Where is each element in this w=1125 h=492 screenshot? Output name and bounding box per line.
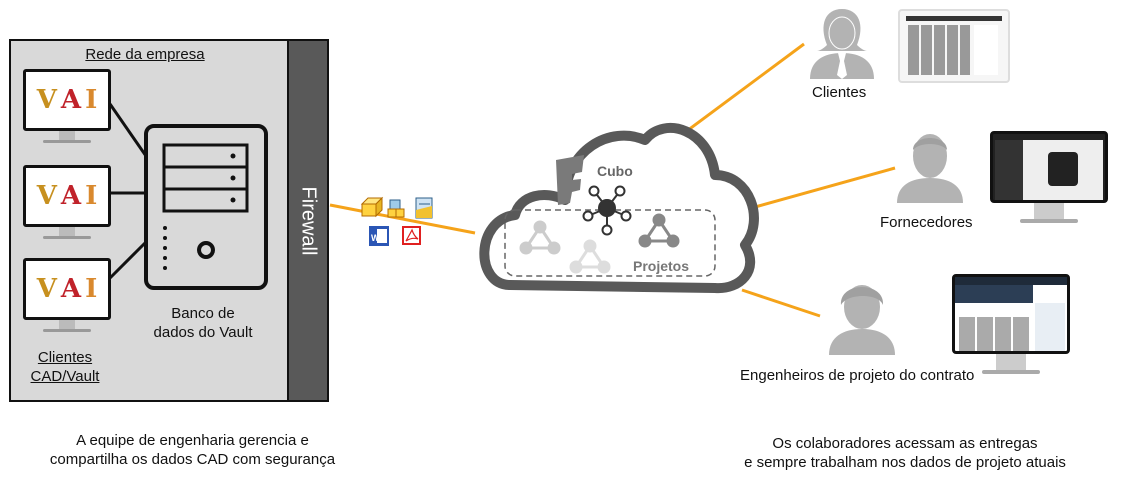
cloud-to-engineers-line: [741, 288, 821, 318]
autocad-logo: A: [60, 85, 82, 115]
project-icon: [638, 213, 680, 248]
company-network-title: Rede da empresa: [85, 46, 205, 63]
vault-logo: V: [36, 85, 57, 115]
cloud-outline: [479, 122, 759, 294]
file-icons: W: [360, 196, 433, 246]
monitor-screen: V A I: [23, 69, 111, 131]
cad-client-monitor: V A I: [23, 165, 113, 257]
server-label: Banco de dados do Vault: [153, 305, 253, 341]
right-caption: Os colaboradores acessam as entregas e s…: [744, 435, 1066, 471]
collaborator-label-suppliers: Fornecedores: [880, 214, 973, 231]
wire-monitor-1: [108, 103, 148, 157]
collaborator-label-engineers: Engenheiros de projeto do contrato: [740, 367, 975, 384]
firewall-to-cloud-line: [329, 203, 476, 235]
part-file-icon: [360, 196, 384, 218]
vault-logo: V: [36, 274, 57, 304]
tablet-device-icon: [898, 9, 1010, 83]
monitor-screen: V A I: [23, 258, 111, 320]
firewall-label: Firewall: [297, 186, 320, 255]
desktop-monitor-icon: [952, 274, 1072, 384]
vault-logo: V: [36, 181, 57, 211]
drawing-file-icon: [415, 197, 433, 219]
desktop-monitor-icon: [990, 131, 1110, 231]
projects-label: Projetos: [633, 258, 689, 274]
cloud-to-clients-line: [671, 42, 805, 144]
svg-text:W: W: [371, 233, 380, 243]
pdf-icon: [402, 226, 421, 245]
autocad-logo: A: [60, 274, 82, 304]
collaborator-label-clients: Clientes: [812, 84, 867, 101]
supplier-person-icon: [897, 134, 963, 203]
project-icon: [519, 220, 561, 255]
project-icon: [569, 239, 611, 274]
wire-monitor-3: [108, 240, 148, 280]
assembly-file-icon: [387, 199, 405, 218]
cad-client-monitor: V A I: [23, 69, 113, 161]
inventor-logo: I: [85, 274, 98, 304]
cad-clients-label: Clientes CAD/Vault: [30, 349, 100, 385]
inventor-logo: I: [85, 85, 98, 115]
network-wires: [108, 103, 268, 290]
cad-client-monitor: V A I: [23, 258, 113, 350]
cloud-to-suppliers-line: [754, 166, 896, 209]
cloud-hub: Cubo Projetos: [479, 122, 759, 294]
hub-node-icon: [582, 185, 632, 236]
inventor-logo: I: [85, 181, 98, 211]
autocad-logo: A: [60, 181, 82, 211]
word-doc-icon: W: [369, 226, 389, 246]
firewall: Firewall: [287, 39, 329, 402]
monitor-screen: V A I: [23, 165, 111, 227]
left-caption: A equipe de engenharia gerencia e compar…: [49, 432, 336, 468]
client-person-icon: [810, 9, 874, 79]
fusion-logo-icon: [556, 155, 584, 205]
vault-server-icon: [144, 124, 268, 290]
engineer-person-icon: [829, 285, 895, 355]
hub-label: Cubo: [597, 163, 633, 179]
